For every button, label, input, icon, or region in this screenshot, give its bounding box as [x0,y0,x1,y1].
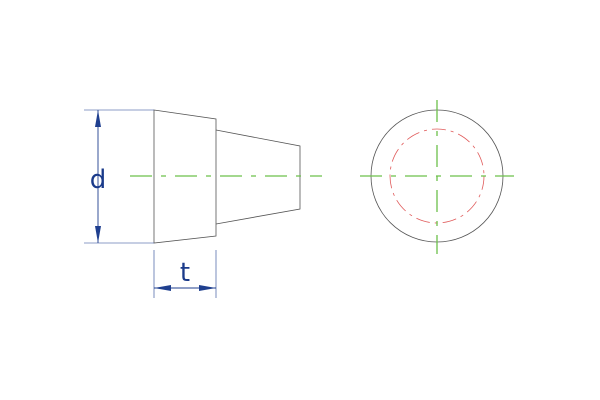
small-frustum-outline [215,129,301,225]
side-view [153,109,301,244]
d-label: d [90,165,107,195]
d-arrow-bottom [95,226,101,243]
dimension-d: d [84,109,154,244]
large-frustum-outline [153,109,217,244]
t-label: t [180,258,190,288]
t-arrow-left [154,285,171,291]
dimension-t: t [153,250,217,298]
t-arrow-right [199,285,216,291]
d-arrow-top [95,110,101,127]
center-lines [130,100,514,254]
